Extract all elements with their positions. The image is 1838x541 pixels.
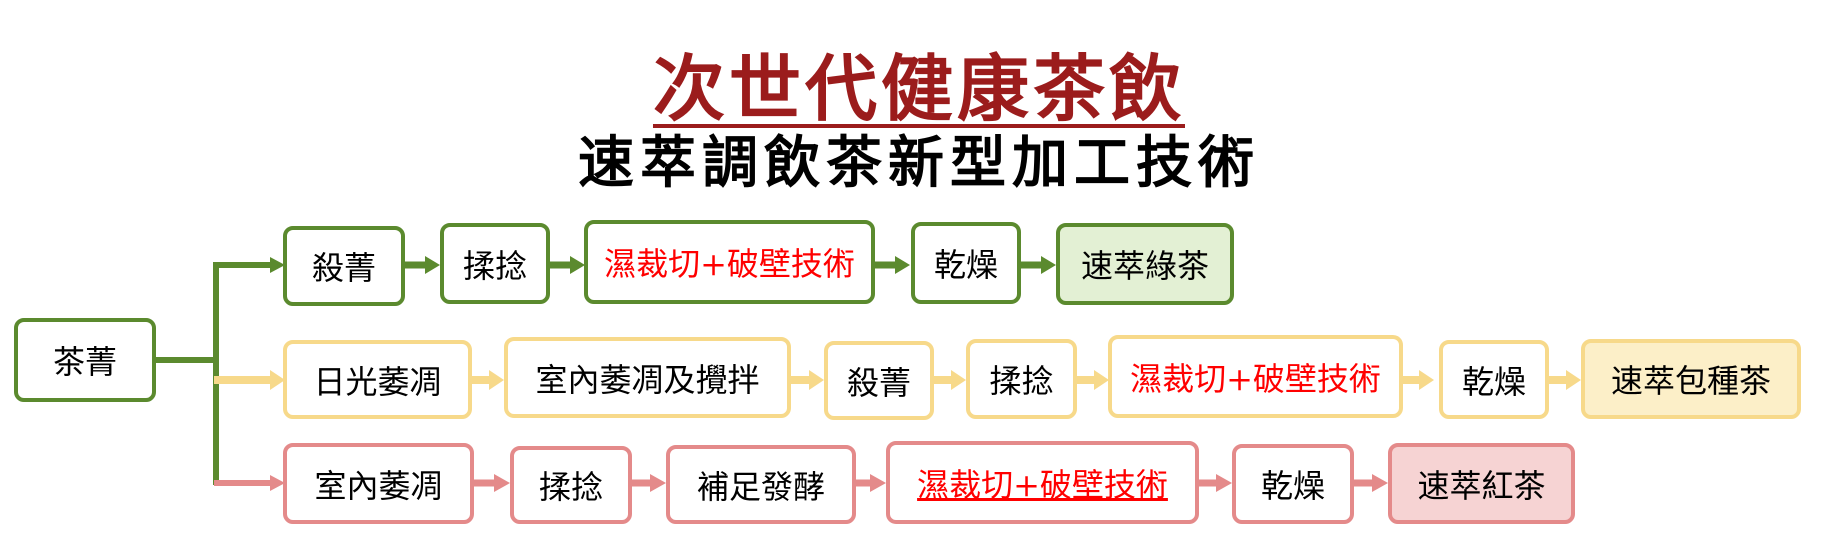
yellow-product: 速萃包種茶 — [1581, 339, 1801, 419]
arrow-head — [270, 257, 285, 273]
yellow-row-arrows — [472, 370, 1581, 390]
red-step-4: 濕裁切+破壁技術 — [886, 441, 1199, 524]
green-step-1: 殺菁 — [283, 226, 405, 306]
title-container: 次世代健康茶飲 — [0, 30, 1838, 135]
green-step-4: 乾燥 — [911, 222, 1021, 304]
main-title: 次世代健康茶飲 — [652, 46, 1185, 131]
green-step-3: 濕裁切+破壁技術 — [584, 220, 875, 304]
green-row-arrows — [405, 256, 1056, 274]
green-product: 速萃綠茶 — [1056, 223, 1234, 305]
red-step-5: 乾燥 — [1232, 444, 1354, 524]
yellow-step-4: 揉捻 — [966, 339, 1077, 419]
red-step-1: 室內萎凋 — [283, 443, 474, 524]
yellow-step-2: 室內萎凋及攪拌 — [504, 337, 791, 418]
red-step-3: 補足發酵 — [666, 445, 856, 524]
red-product: 速萃紅茶 — [1388, 443, 1575, 524]
green-step-2: 揉捻 — [440, 223, 550, 304]
source-node: 茶菁 — [14, 318, 156, 402]
red-step-2: 揉捻 — [510, 446, 632, 524]
yellow-step-3: 殺菁 — [824, 341, 934, 420]
red-row-arrows — [474, 474, 1388, 492]
yellow-step-6: 乾燥 — [1439, 340, 1549, 419]
arrow-head — [270, 370, 285, 390]
subtitle: 速萃調飲茶新型加工技術 — [578, 130, 1260, 196]
yellow-step-1: 日光萎凋 — [283, 340, 472, 419]
yellow-step-5: 濕裁切+破壁技術 — [1108, 335, 1403, 418]
arrow-head — [270, 475, 285, 491]
